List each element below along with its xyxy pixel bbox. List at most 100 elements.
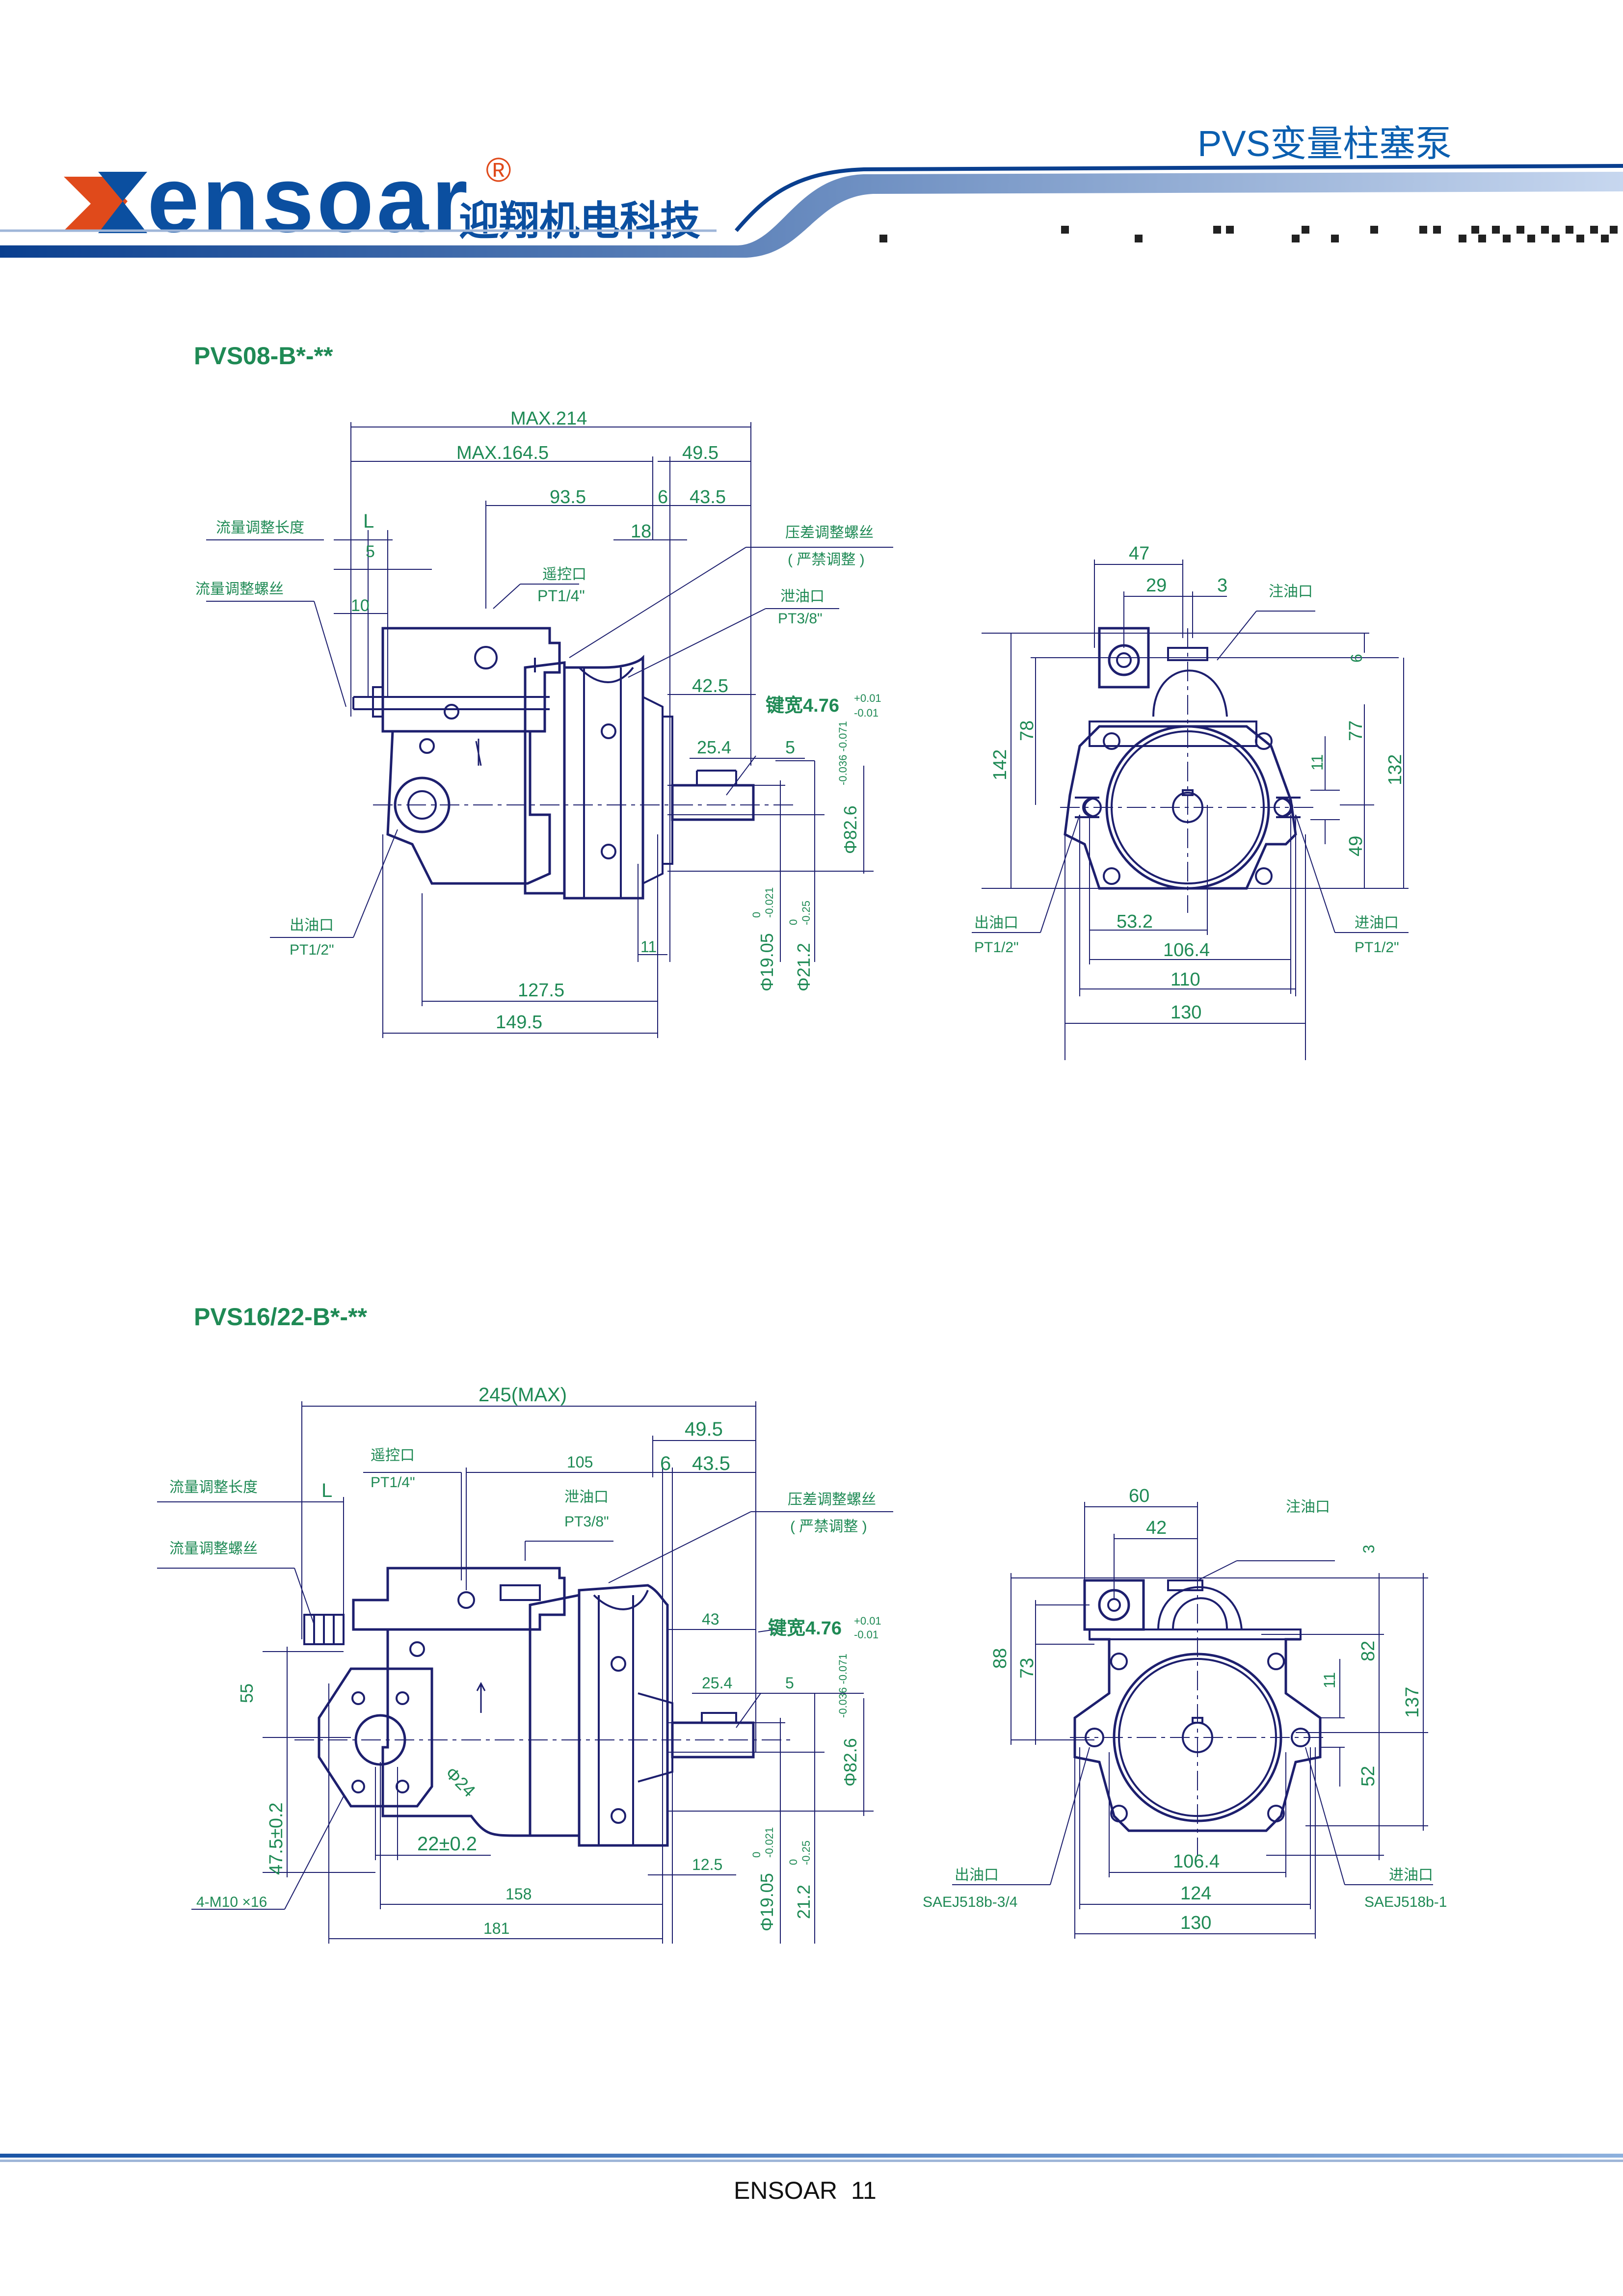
- section1-title: PVS08-B*-**: [194, 342, 333, 370]
- dim-49-5: 49.5: [682, 443, 718, 463]
- label-fill: 注油口: [1269, 584, 1313, 600]
- section2-front-view: [952, 1502, 1433, 1939]
- dim-phi19-tol-dn: -0.021: [763, 887, 775, 918]
- label2-fill: 注油口: [1286, 1499, 1330, 1515]
- label2-drain: 泄油口: [564, 1489, 609, 1505]
- dim2-137: 137: [1402, 1687, 1423, 1718]
- dim-phi82-tol: -0.036 -0.071: [837, 721, 849, 785]
- dim-L: L: [363, 510, 374, 532]
- dim2-5: 5: [785, 1674, 794, 1692]
- label-outlet-f: 出油口: [974, 915, 1018, 931]
- label-inlet-pt-f: PT1/2": [1355, 939, 1399, 956]
- label-outlet: 出油口: [290, 917, 334, 934]
- dim-phi19: Φ19.05: [757, 933, 777, 991]
- dim-6: 6: [658, 487, 668, 507]
- label-remote: 遥控口: [542, 566, 586, 583]
- dim2-phi21-tol-dn: -0.25: [800, 1841, 812, 1865]
- dim2-bolts: 4-M10 ×16: [196, 1894, 267, 1910]
- dim2-124: 124: [1180, 1883, 1211, 1904]
- footer-page-label: ENSOAR 11: [734, 2177, 877, 2204]
- dim2-88: 88: [990, 1648, 1011, 1669]
- label-drain-pt: PT3/8": [778, 611, 823, 627]
- dim2-52: 52: [1358, 1766, 1379, 1787]
- label-outlet-pt-f: PT1/2": [974, 939, 1019, 956]
- registered-mark: ®: [486, 151, 511, 189]
- dim2-key-tol-up: +0.01: [854, 1615, 881, 1627]
- dim-93-5: 93.5: [550, 487, 586, 507]
- dim-53-2: 53.2: [1117, 911, 1153, 932]
- logo-text: ensoar: [147, 148, 471, 252]
- dim-phi21: Φ21.2: [794, 943, 814, 991]
- label2-remote-pt: PT1/4": [371, 1474, 415, 1491]
- section1-side-view: [206, 422, 893, 1038]
- dim2-106-4: 106.4: [1173, 1851, 1220, 1872]
- label2-pdiff: 压差调整螺丝: [788, 1492, 876, 1508]
- dim2-43: 43: [702, 1610, 719, 1628]
- dim-49f: 49: [1346, 836, 1366, 856]
- dim2-130: 130: [1180, 1913, 1211, 1933]
- dim-78: 78: [1017, 721, 1038, 741]
- label2-flow-screw: 流量调整螺丝: [169, 1541, 258, 1557]
- dim-47: 47: [1129, 543, 1149, 564]
- dim2-key-tol-dn: -0.01: [854, 1629, 878, 1641]
- label2-remote: 遥控口: [371, 1447, 415, 1464]
- dim-130: 130: [1171, 1002, 1201, 1023]
- label-inlet-f: 进油口: [1355, 915, 1399, 931]
- dim-phi21-tol-dn: -0.25: [800, 901, 812, 925]
- dim2-43-5: 43.5: [692, 1453, 730, 1474]
- dim-10: 10: [351, 596, 370, 615]
- dim-phi82: Φ82.6: [840, 805, 860, 854]
- dim2-3: 3: [1360, 1545, 1378, 1553]
- label2-flow-len: 流量调整长度: [169, 1479, 258, 1495]
- label-flow-screw: 流量调整螺丝: [195, 581, 284, 597]
- section1-front-view: [972, 560, 1409, 1060]
- dim-106-4: 106.4: [1163, 940, 1210, 961]
- dim-5: 5: [366, 542, 375, 561]
- label2-drain-pt: PT3/8": [564, 1514, 609, 1530]
- label2-inlet: 进油口: [1389, 1867, 1433, 1883]
- dim-142: 142: [990, 749, 1011, 780]
- dim2-49-5: 49.5: [685, 1418, 723, 1440]
- dim2-25-4: 25.4: [702, 1674, 732, 1692]
- dim-6f: 6: [1348, 654, 1365, 663]
- header-swoosh: [0, 172, 1623, 258]
- dim-phi21-tol-up: 0: [787, 919, 799, 925]
- company-name: 迎翔机电科技: [459, 199, 700, 243]
- dim-max214: MAX.214: [510, 408, 587, 429]
- dim-127-5: 127.5: [518, 980, 564, 1001]
- section2-front-dims: 60 42 注油口 3 88 73 82 11 137 52 106.4 124…: [923, 1486, 1447, 1933]
- dim2-105: 105: [567, 1453, 593, 1471]
- dim2-phi21-tol-up: 0: [787, 1859, 799, 1865]
- dim-3: 3: [1217, 575, 1227, 596]
- dim2-82: 82: [1358, 1641, 1379, 1661]
- dim-18: 18: [631, 521, 651, 542]
- dim2-24: Φ24: [441, 1763, 479, 1801]
- logo-mark-icon: [64, 172, 147, 233]
- dim-5b: 5: [785, 737, 795, 757]
- dim-phi19-tol-up: 0: [750, 912, 763, 918]
- dim-11f: 11: [1308, 754, 1326, 771]
- label2-inlet-std: SAEJ518b-1: [1364, 1894, 1447, 1910]
- label-pdiff: 压差调整螺丝: [785, 525, 874, 541]
- dim-11: 11: [640, 938, 657, 956]
- dim2-phi21: 21.2: [794, 1885, 814, 1919]
- dim-77: 77: [1346, 721, 1366, 741]
- dim-key-tol-dn: -0.01: [854, 707, 878, 719]
- dim2-phi19: Φ19.05: [757, 1873, 777, 1931]
- dim2-181: 181: [483, 1920, 509, 1937]
- dim2-phi82-tol: -0.036 -0.071: [837, 1654, 849, 1718]
- label2-outlet-std: SAEJ518b-3/4: [923, 1894, 1017, 1910]
- dim2-22: 22±0.2: [417, 1833, 477, 1855]
- product-title: PVS变量柱塞泵: [1197, 123, 1452, 164]
- dim2-11: 11: [1321, 1672, 1338, 1688]
- footer: ENSOAR 11: [0, 2154, 1623, 2204]
- dim2-phi19-tol-dn: -0.021: [763, 1827, 775, 1858]
- dim2-73: 73: [1017, 1658, 1038, 1679]
- dim-key-tol-up: +0.01: [854, 692, 881, 704]
- dim-25-4: 25.4: [697, 737, 731, 757]
- dim-245: 245(MAX): [479, 1384, 567, 1406]
- dim2-L: L: [321, 1480, 332, 1501]
- dim2-158: 158: [506, 1885, 532, 1903]
- section2-side-view: [157, 1401, 893, 1944]
- dim2-6: 6: [660, 1453, 671, 1474]
